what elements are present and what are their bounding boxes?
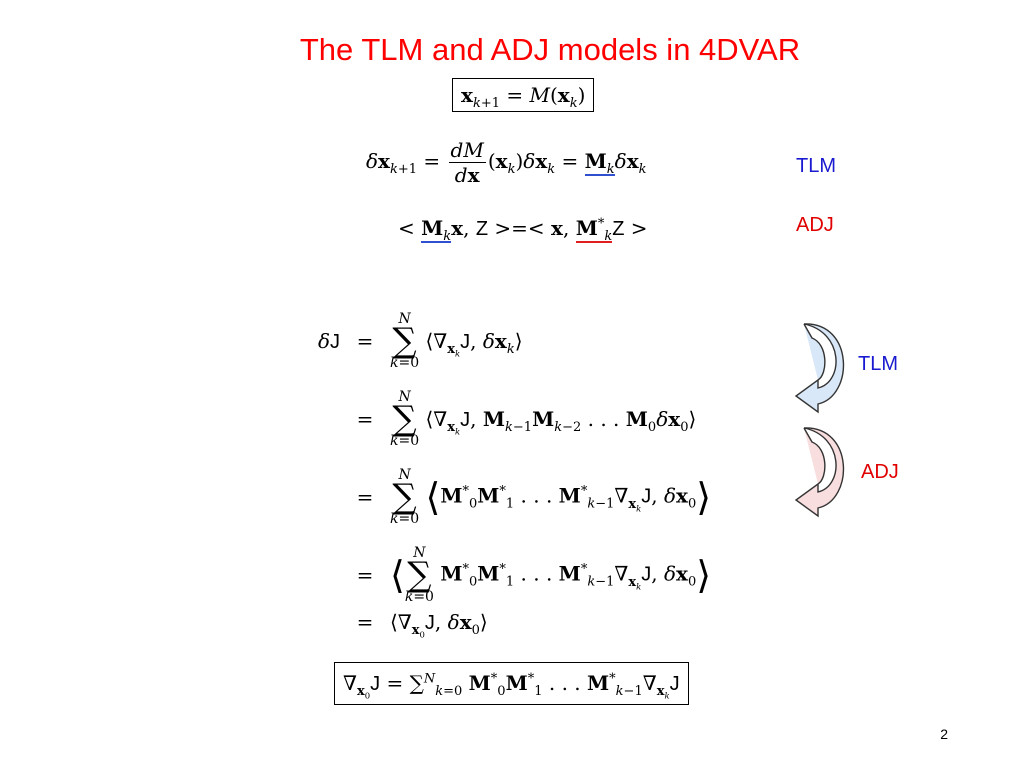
tlm-label-arrow: TLM [858, 353, 898, 375]
adjoint-equation: < Mkx, Z >=< x, M*kZ > [398, 216, 648, 244]
model-equation: xk+1 = M(xk) [452, 78, 595, 112]
gradient-result: ∇x0J = ∑Nk=0 M*0M*1 . . . M*k−1∇xkJ [334, 662, 689, 705]
derivation-row-3: = N∑k=0 ⟨M*0M*1 . . . M*k−1∇xkJ, δx0⟩ [356, 467, 712, 527]
tlm-label-top: TLM [796, 155, 836, 177]
derivation-row-4: = ⟨ N∑k=0 M*0M*1 . . . M*k−1∇xkJ, δx0⟩ [356, 545, 712, 605]
derivation-row-1: δJ = N∑k=0 ⟨∇xkJ, δxk⟩ [317, 311, 523, 371]
derivation-row-5: = ⟨∇x0J, δx0⟩ [356, 609, 488, 640]
curved-arrow-down-left-icon [794, 323, 845, 414]
curved-arrow-down-left-icon [794, 427, 845, 518]
adj-label-arrow: ADJ [861, 461, 899, 483]
page-number: 2 [940, 726, 948, 742]
slide-title: The TLM and ADJ models in 4DVAR [299, 32, 801, 67]
derivation-row-2: = N∑k=0 ⟨∇xkJ, Mk−1Mk−2 . . . M0δx0⟩ [356, 389, 697, 449]
adj-label-top: ADJ [796, 214, 834, 236]
